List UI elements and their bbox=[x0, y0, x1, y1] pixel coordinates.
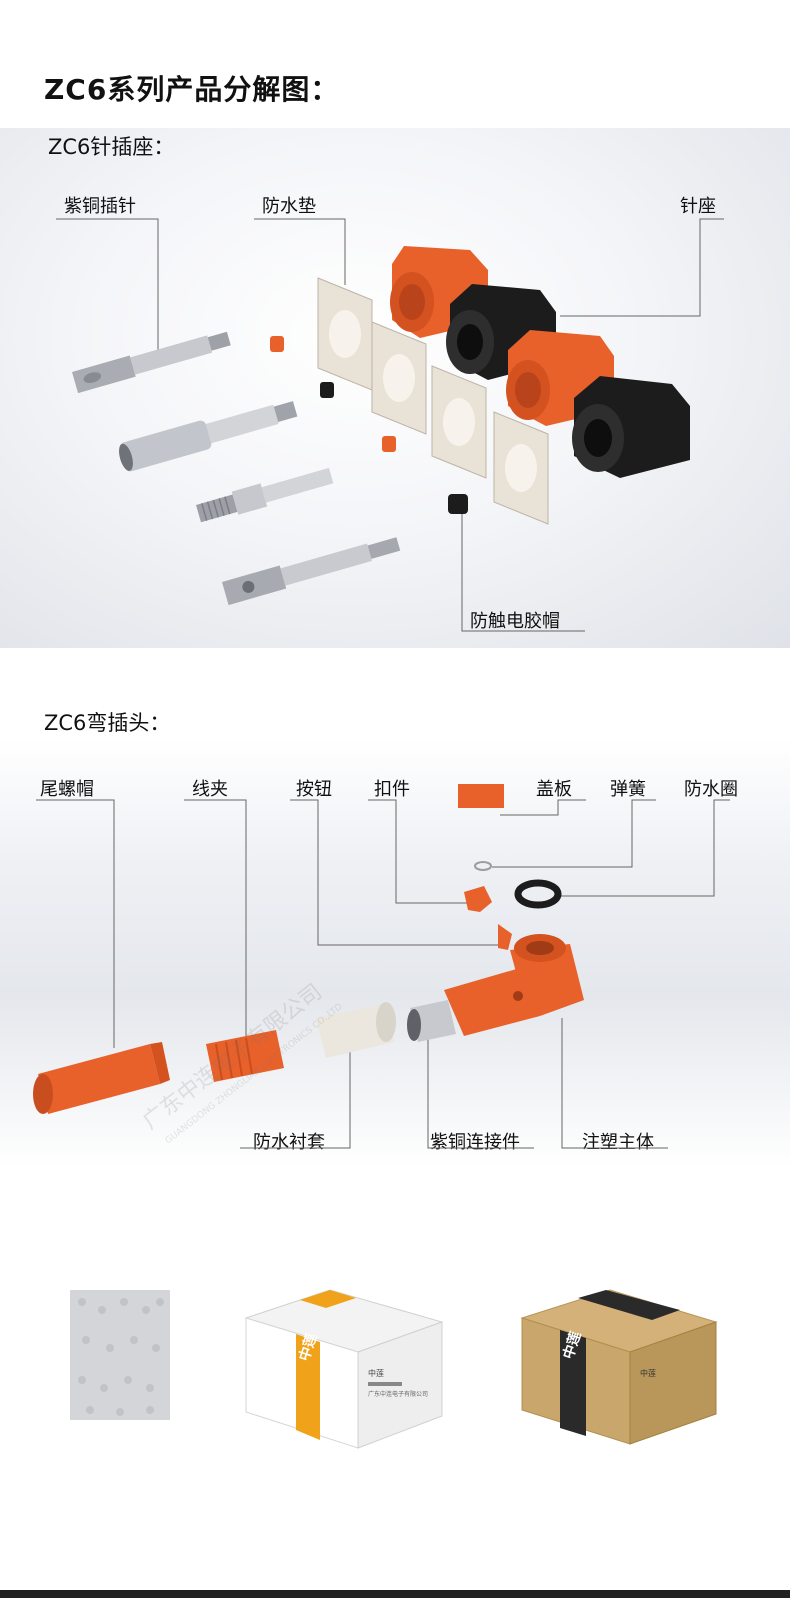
button-part bbox=[498, 924, 512, 950]
label-cable-clamp: 线夹 bbox=[192, 779, 228, 800]
label-protective-cap: 防触电胶帽 bbox=[470, 611, 560, 632]
pin-bases bbox=[390, 246, 690, 478]
white-box-caption: 广东中连电子有限公司 bbox=[368, 1390, 428, 1398]
packing-bag bbox=[70, 1290, 170, 1420]
label-waterproof-gasket: 防水垫 bbox=[262, 196, 316, 217]
cable-clamp bbox=[206, 1030, 284, 1082]
spring-part bbox=[474, 861, 492, 871]
plug-render-panel bbox=[0, 738, 790, 1168]
label-seal-ring: 防水圈 bbox=[684, 779, 738, 800]
cover-plate-part bbox=[458, 784, 504, 808]
kraft-box bbox=[520, 1289, 718, 1445]
label-tail-nut: 尾螺帽 bbox=[40, 779, 94, 800]
bottom-bar bbox=[0, 1590, 790, 1598]
label-spring: 弹簧 bbox=[610, 779, 646, 800]
label-cover-plate: 盖板 bbox=[536, 779, 572, 800]
copper-pins bbox=[72, 331, 401, 606]
label-copper-pin: 紫铜插针 bbox=[64, 196, 136, 217]
label-pin-base: 针座 bbox=[680, 196, 716, 217]
molded-body bbox=[444, 934, 584, 1036]
label-buckle: 扣件 bbox=[374, 779, 410, 800]
label-button: 按钮 bbox=[296, 779, 332, 800]
page-heading: ZC6系列产品分解图： bbox=[44, 73, 340, 106]
kraft-box-logo-text: 中莲 bbox=[640, 1368, 656, 1378]
white-box bbox=[244, 1289, 444, 1449]
protective-caps bbox=[270, 336, 468, 514]
seal-ring-part bbox=[514, 879, 562, 909]
plug-section-title: ZC6弯插头： bbox=[44, 711, 171, 735]
tail-nut bbox=[33, 1042, 170, 1114]
waterproof-liner bbox=[316, 1002, 396, 1058]
copper-connector bbox=[407, 1000, 456, 1042]
white-box-logo-text: 中莲 bbox=[368, 1368, 384, 1378]
buckle-part bbox=[464, 886, 492, 912]
socket-leader-lines bbox=[56, 218, 724, 632]
plug-leader-lines bbox=[36, 799, 730, 1149]
socket-section-title: ZC6针插座： bbox=[48, 135, 175, 159]
